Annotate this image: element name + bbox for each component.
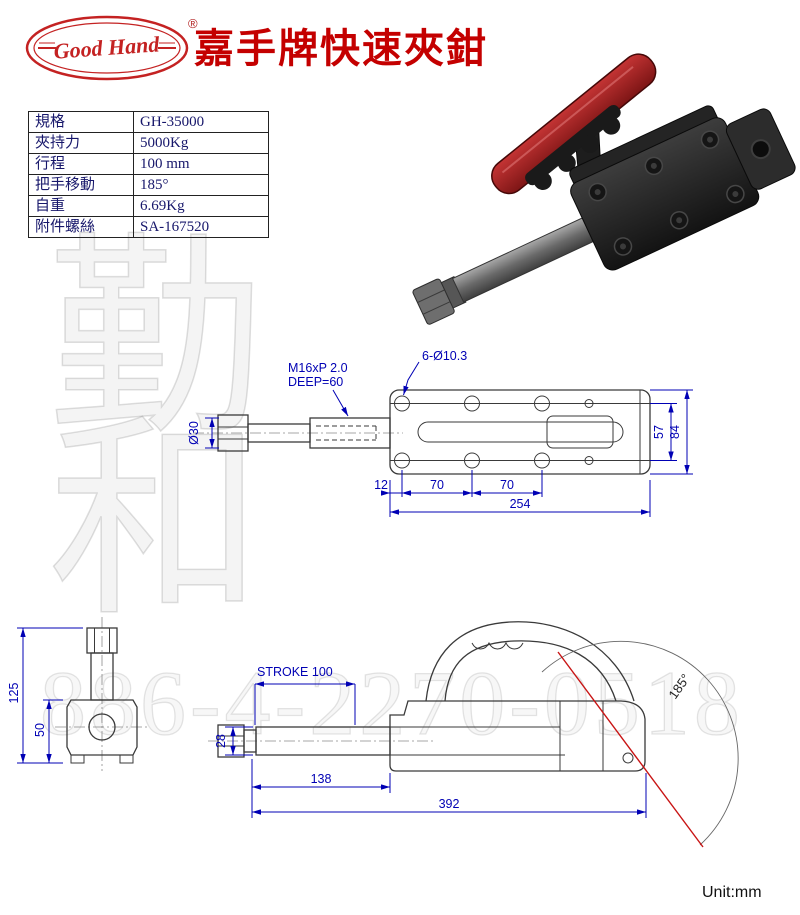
spec-label: 自重 — [28, 195, 134, 217]
plunger-rod-3d — [412, 214, 601, 325]
front-length-label: 138 — [311, 772, 332, 786]
spec-row-weight: 自重 6.69Kg — [28, 195, 269, 217]
side-view-outline — [208, 621, 739, 848]
offset-left-label: 12 — [374, 478, 388, 492]
top-view-drawing: M16xP 2.0 DEEP=60 6-Ø10.3 Ø30 57 84 — [187, 349, 693, 517]
spec-value: 185° — [133, 174, 269, 196]
slot-outline — [417, 421, 624, 443]
outer-height-label: 84 — [668, 425, 682, 439]
toggle-link-outline — [546, 415, 614, 449]
base-bore-outline — [88, 713, 116, 741]
handle-open-position-line — [557, 651, 704, 848]
spec-value: GH-35000 — [133, 111, 269, 133]
overall-length-label: 392 — [439, 797, 460, 811]
base-height-label: 50 — [33, 723, 47, 737]
side-view-drawing: 125 50 — [7, 617, 739, 848]
hole-pitch-label-2: 70 — [500, 478, 514, 492]
registered-trademark-icon: ® — [188, 16, 198, 31]
handle-angle-label: 185° — [665, 671, 693, 702]
clamp-body-3d — [569, 105, 796, 271]
front-view-dimensions: 125 50 — [7, 627, 83, 764]
body-side-outline — [389, 700, 646, 772]
handle-outline — [425, 621, 635, 702]
logo-brand-text: Good Hand — [53, 31, 161, 63]
top-view-outline — [193, 389, 651, 475]
pivot-hole-outline — [622, 752, 634, 764]
spec-value: 6.69Kg — [133, 195, 269, 217]
spec-table: 規格 GH-35000 夾持力 5000Kg 行程 100 mm 把手移動 18… — [28, 111, 269, 238]
mounting-holes — [394, 395, 594, 469]
spec-row-stroke: 行程 100 mm — [28, 153, 269, 175]
pivot-hole-3d — [750, 139, 771, 160]
bolt-heads-3d — [588, 130, 745, 256]
spec-value: 5000Kg — [133, 132, 269, 154]
spec-value: 100 mm — [133, 153, 269, 175]
handle-sweep-arc — [541, 640, 739, 846]
top-view-dimensions: M16xP 2.0 DEEP=60 6-Ø10.3 Ø30 57 84 — [187, 349, 693, 517]
page-title: 嘉手牌快速夾鉗 — [194, 26, 488, 71]
holes-spec-label: 6-Ø10.3 — [422, 349, 467, 363]
spec-row-handle-movement: 把手移動 185° — [28, 174, 269, 196]
total-length-label: 254 — [510, 497, 531, 511]
spec-label: 把手移動 — [28, 174, 134, 196]
spec-row-accessory-screw: 附件螺絲 SA-167520 — [28, 216, 269, 238]
spec-label: 附件螺絲 — [28, 216, 134, 238]
stroke-label: STROKE 100 — [257, 665, 333, 679]
front-view-outline — [55, 617, 149, 771]
thread-depth-label: DEEP=60 — [288, 375, 343, 389]
hole-pitch-label-1: 70 — [430, 478, 444, 492]
spec-row-holding-force: 夾持力 5000Kg — [28, 132, 269, 154]
unit-label: Unit:mm — [702, 884, 762, 901]
side-view-dimensions: STROKE 100 28 138 392 185° — [214, 665, 693, 818]
goodhand-logo: Good Hand ® — [25, 15, 198, 81]
spec-label: 規格 — [28, 111, 134, 133]
spec-label: 夾持力 — [28, 132, 134, 154]
thread-spec-label: M16xP 2.0 — [288, 361, 348, 375]
rod-diameter-side-label: 28 — [214, 734, 228, 748]
red-grip-3d — [491, 53, 657, 195]
rod-plan-outline — [217, 414, 391, 452]
spec-row-model: 規格 GH-35000 — [28, 111, 269, 133]
spec-value: SA-167520 — [133, 216, 269, 238]
logo-oval — [25, 15, 189, 81]
rod-diameter-label: Ø30 — [187, 421, 201, 445]
hex-nut-outline — [217, 414, 249, 452]
inner-height-label: 57 — [652, 425, 666, 439]
product-3d-render — [412, 53, 796, 325]
spec-label: 行程 — [28, 153, 134, 175]
total-height-label: 125 — [7, 683, 21, 704]
grip-scallops — [471, 641, 524, 650]
